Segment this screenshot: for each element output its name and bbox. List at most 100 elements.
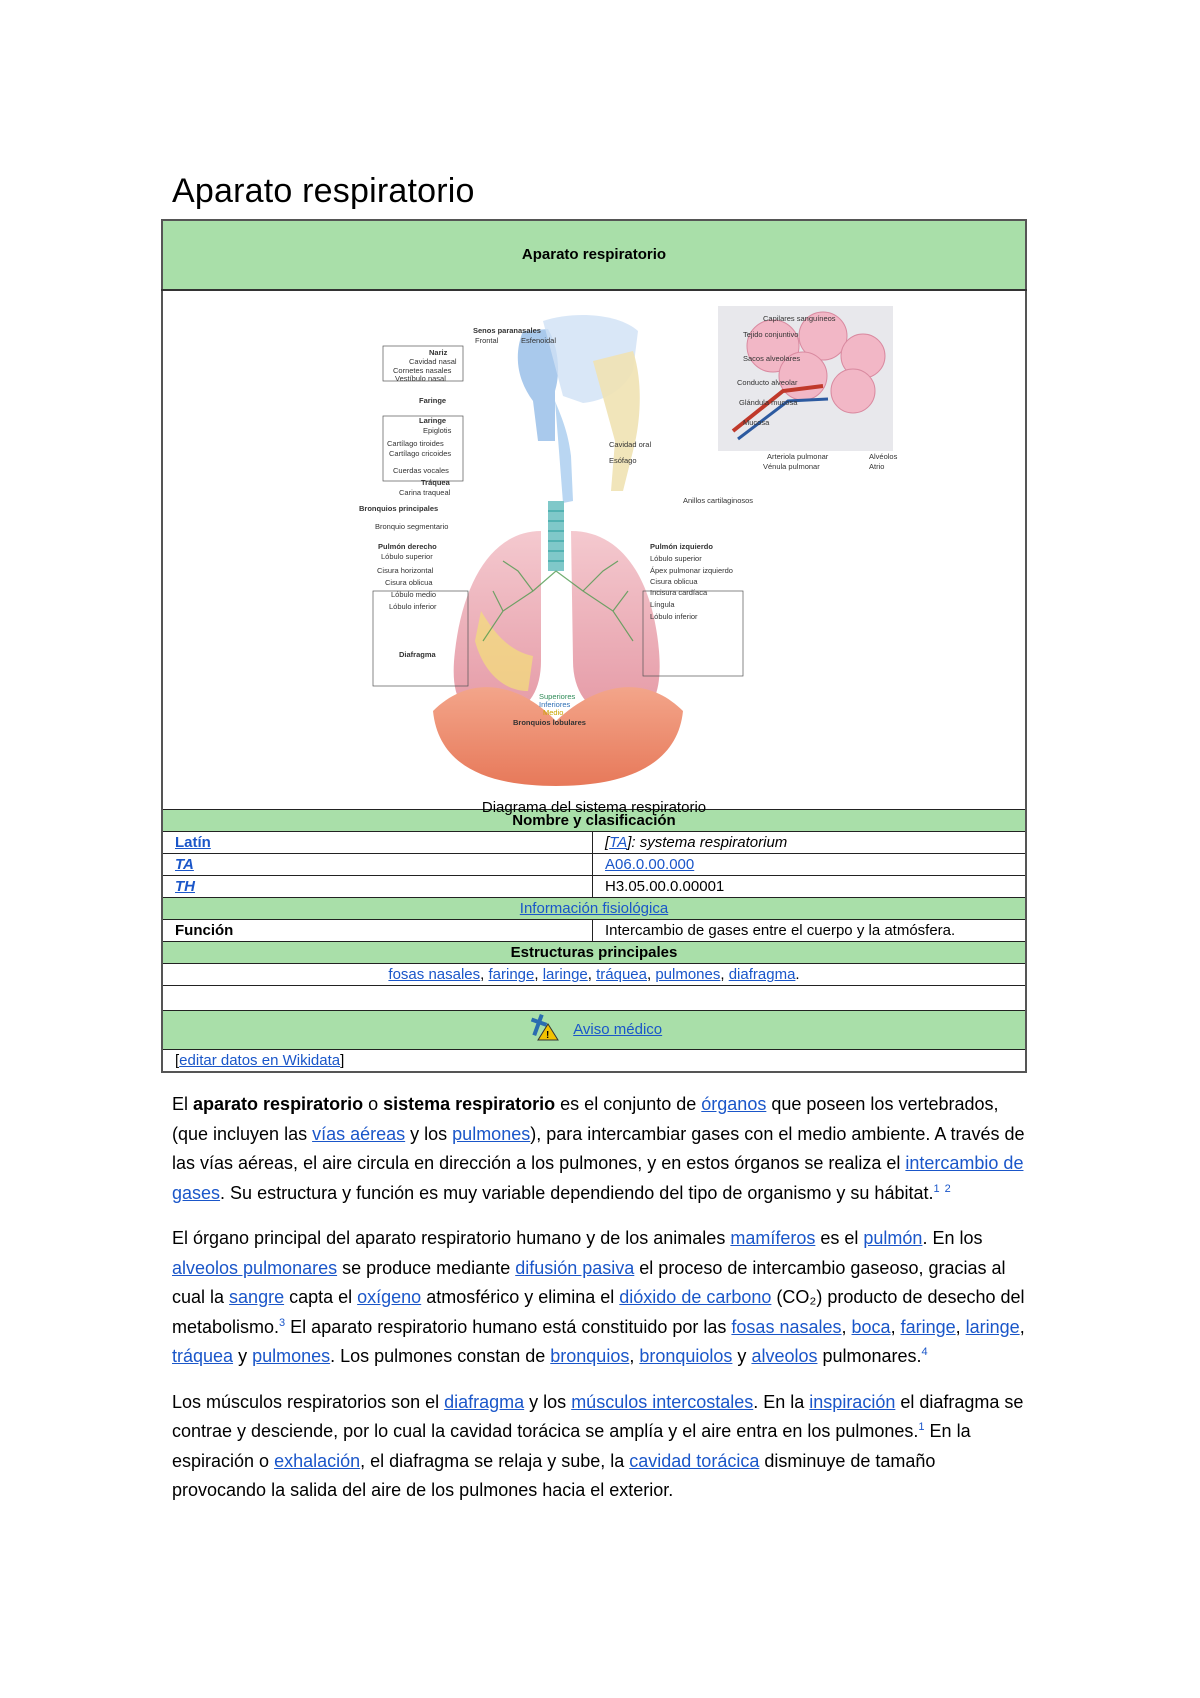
th-value: H3.05.00.0.00001 [605,878,725,895]
paragraph-2: El órgano principal del aparato respirat… [172,1224,1032,1372]
structure-link[interactable]: fosas nasales [388,966,481,983]
diagram-caption: Diagrama del sistema respiratorio [481,799,707,816]
ta-label-link[interactable]: TA [175,856,194,873]
text-run: , [1019,1316,1025,1337]
text-run: y [732,1346,752,1366]
article-link[interactable]: alveolos [751,1346,818,1366]
article-link[interactable]: intercambio de gases [172,1153,1024,1203]
text-run: El [172,1094,194,1114]
structure-link[interactable]: tráquea [596,966,647,983]
text-run: y los [405,1123,453,1144]
latin-link[interactable]: Latín [175,834,211,851]
diagram-label: Cartílago tiroides [387,439,444,448]
bold-term: sistema respiratorio [383,1094,556,1114]
article-link[interactable]: laringe [965,1316,1020,1337]
article-link[interactable]: pulmones [252,1346,331,1366]
article-link[interactable]: oxígeno [357,1287,422,1307]
text-run: capta el [284,1287,358,1307]
row-function: Función Intercambio de gases entre el cu… [161,919,1027,942]
th-label-link[interactable]: TH [175,878,195,895]
bold-term: aparato respiratorio [193,1094,364,1114]
article-link[interactable]: difusión pasiva [515,1257,635,1278]
footnote-link[interactable]: 3 [279,1316,286,1329]
footnote: 3 [279,1317,285,1329]
row-latin: Latín [TA]: systema respiratorium [161,831,1027,854]
diagram-label: Língula [650,600,675,609]
article-link[interactable]: pulmones [452,1123,531,1144]
article-link[interactable]: diafragma [444,1391,525,1412]
article-link[interactable]: cavidad torácica [629,1450,760,1471]
article-link[interactable]: músculos intercostales [571,1391,754,1412]
ta-value-link[interactable]: A06.0.00.000 [605,856,695,873]
text-run: Los músculos respiratorios son el [172,1391,445,1412]
diagram-label: Epiglotis [423,426,452,435]
article-link[interactable]: faringe [900,1316,956,1337]
diagram-cell: Senos paranasales Frontal Esfenoidal Nar… [161,289,1027,816]
text-run: , [955,1316,966,1337]
article-link[interactable]: fosas nasales [731,1316,842,1337]
article-link[interactable]: órganos [701,1094,767,1114]
structure-link[interactable]: faringe [488,966,535,983]
text-run: El aparato respiratorio humano está cons… [285,1316,732,1337]
diagram-label: Mucosa [743,418,770,427]
article-link[interactable]: tráquea [172,1346,234,1366]
footnote-link[interactable]: 1 [933,1182,940,1195]
diagram-label: Conducto alveolar [737,378,798,387]
diagram-label: Alvéolos [869,452,898,461]
article-link[interactable]: exhalación [274,1450,361,1471]
diagram-label: Medio [543,708,563,717]
diagram-label: Cornetes nasales [393,366,452,375]
article-link[interactable]: alveolos pulmonares [172,1257,338,1278]
text-run: o [363,1094,384,1114]
text-run: que poseen los vertebrados, (que incluye… [172,1094,999,1144]
ta-link[interactable]: TA [609,834,628,851]
text-run: . Su estructura y función es muy variabl… [220,1182,934,1203]
diagram-label: Atrio [869,462,884,471]
diagram-label: Vestíbulo nasal [395,374,446,383]
diagram-label: Tejido conjuntivo [743,330,798,339]
text-run: . En la [753,1391,810,1412]
diagram-label: Lóbulo inferior [389,602,437,611]
medical-warning-link[interactable]: Aviso médico [573,1020,663,1038]
section-physio-link[interactable]: Información fisiológica [519,900,669,917]
diagram-label: Lóbulo superior [381,552,433,561]
article-link[interactable]: bronquiolos [639,1346,733,1366]
diagram-label: Bronquios lobulares [513,718,586,727]
edit-row: [editar datos en Wikidata] [161,1049,1027,1073]
article-link[interactable]: vías aéreas [312,1123,406,1144]
structure-link[interactable]: pulmones [655,966,721,983]
text-run: y [233,1346,253,1366]
diagram-label: Arteriola pulmonar [767,452,829,461]
structure-link[interactable]: diafragma [728,966,796,983]
text-run: (CO₂) producto de desecho del metabolism… [172,1287,1025,1337]
text-run: el proceso de intercambio gaseoso, graci… [172,1257,1006,1308]
diagram-label: Vénula pulmonar [763,462,820,471]
svg-text:!: ! [546,1030,549,1041]
diaphragm-shape [433,687,683,786]
article-link[interactable]: boca [851,1316,891,1337]
respiratory-diagram[interactable]: Senos paranasales Frontal Esfenoidal Nar… [163,291,1025,791]
text-run: En la espiración o [172,1421,971,1471]
diagram-label: Cuerdas vocales [393,466,449,475]
structures-list: fosas nasales, faringe, laringe, tráquea… [161,963,1027,986]
structure-link[interactable]: laringe [542,966,588,983]
article-link[interactable]: mamíferos [730,1228,816,1248]
footnote-link[interactable]: 2 [944,1182,951,1195]
article-link[interactable]: inspiración [809,1391,896,1412]
article-link[interactable]: bronquios [550,1346,630,1366]
diagram-label: Bronquio segmentario [375,522,448,531]
edit-wikidata-link[interactable]: editar datos en Wikidata [179,1052,341,1069]
infobox: Aparato respiratorio [161,219,1027,1073]
diagram-label: Lóbulo inferior [650,612,698,621]
footnote-link[interactable]: 1 [918,1421,925,1433]
article-link[interactable]: sangre [229,1287,285,1307]
article-link[interactable]: dióxido de carbono [619,1287,772,1307]
diagram-label: Pulmón izquierdo [650,542,713,551]
paragraph-3: Los músculos respiratorios son el diafra… [172,1388,1032,1506]
footnote-link[interactable]: 4 [921,1346,928,1358]
article-link[interactable]: pulmón [863,1228,923,1248]
text-run: es el conjunto de [555,1094,702,1114]
diagram-label: Bronquios principales [359,504,438,513]
diagram-label: Senos paranasales [473,326,541,335]
text-run: , [890,1316,901,1337]
